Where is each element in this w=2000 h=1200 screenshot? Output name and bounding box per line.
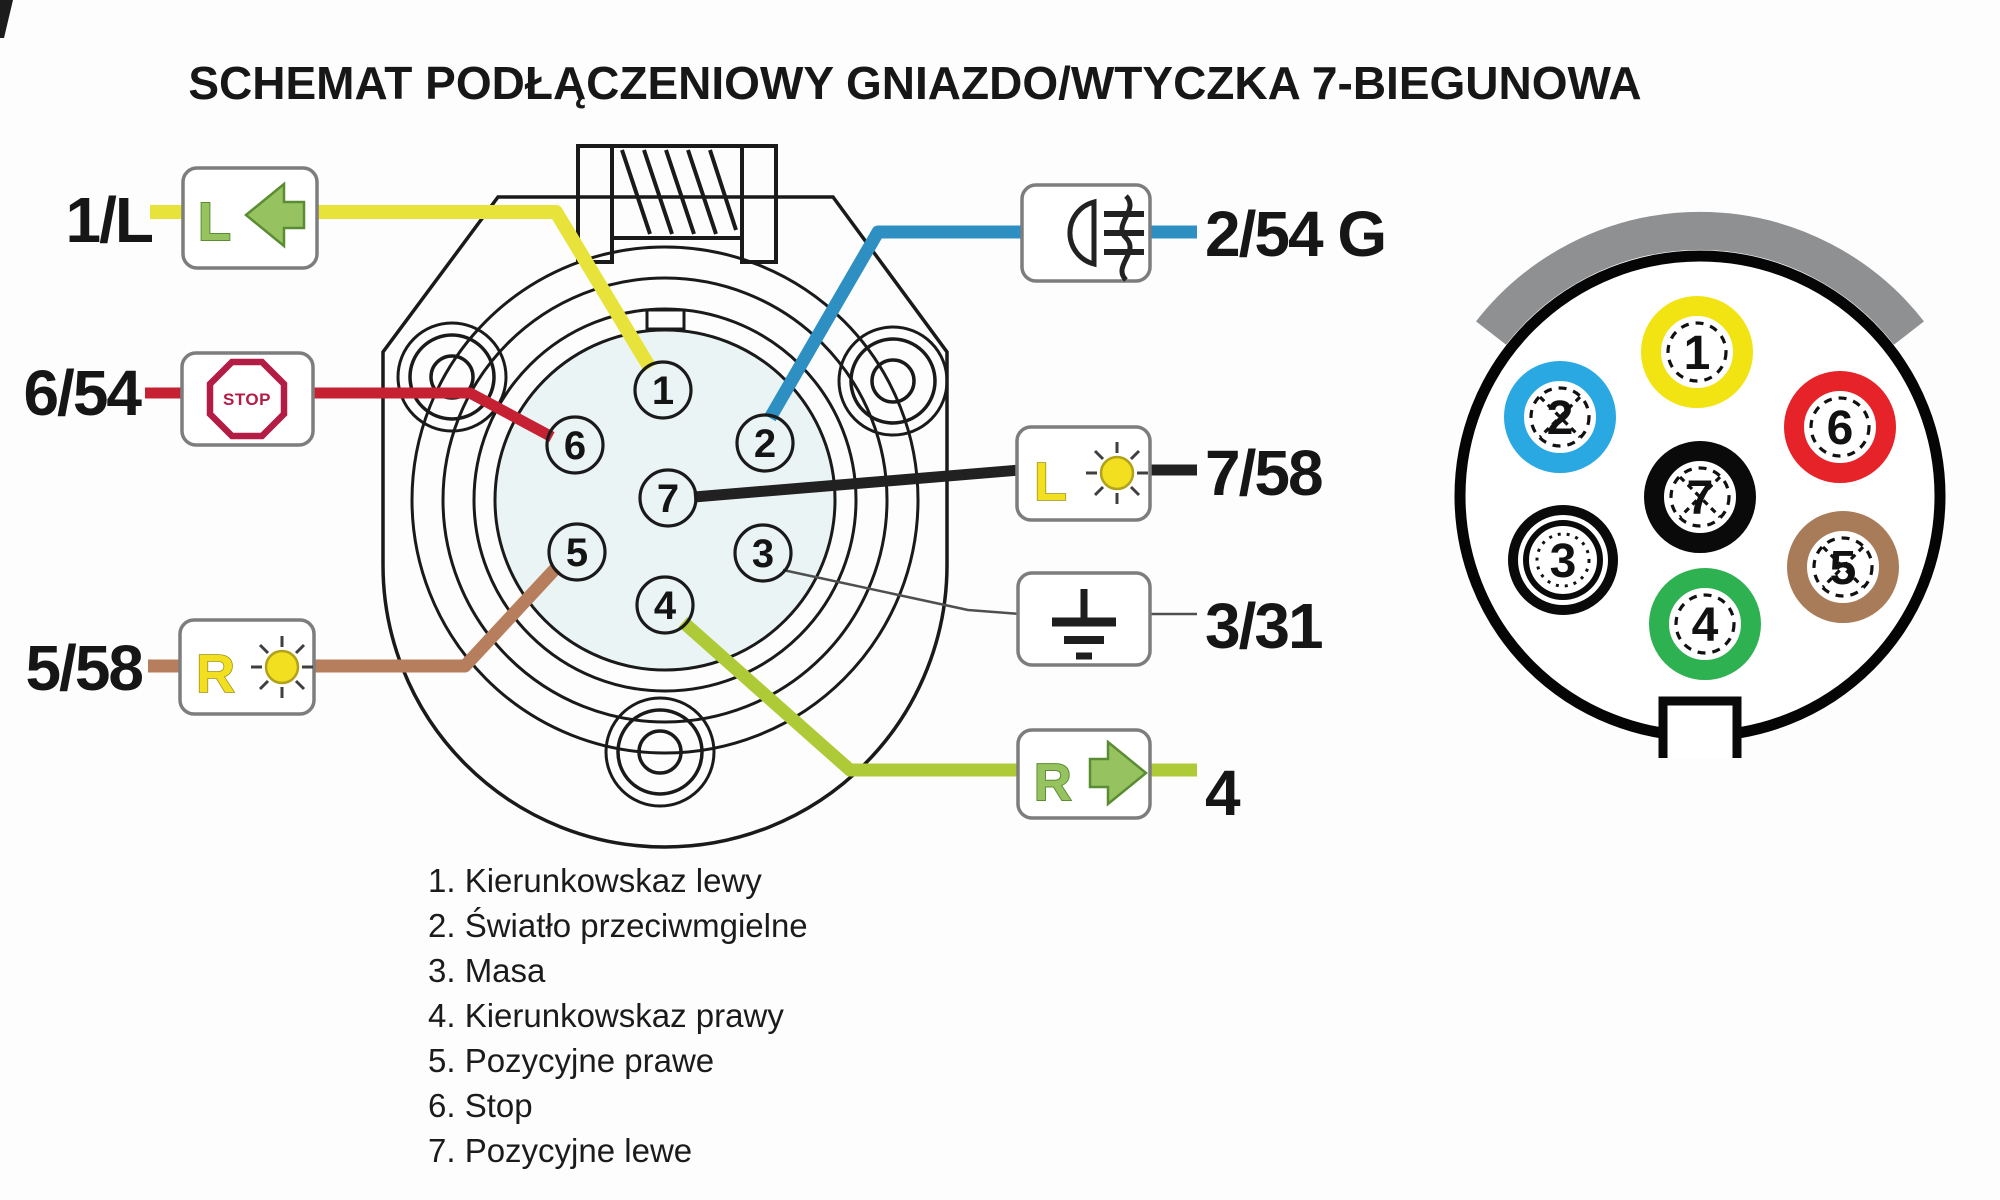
plug-pin-5: 5: [1787, 511, 1899, 623]
socket-pin-5-number: 5: [566, 531, 588, 575]
page-title: SCHEMAT PODŁĄCZENIOWY GNIAZDO/WTYCZKA 7-…: [188, 57, 1642, 109]
plug-pin-3: 3: [1508, 505, 1618, 615]
terminal-label-558: 5/58: [25, 632, 142, 704]
plug-pin-6: 6: [1784, 371, 1896, 483]
right-indicator-letter: R: [1034, 754, 1072, 812]
fog-light-icon: [1020, 183, 1152, 283]
mounting-ear-bottom: [616, 708, 704, 796]
ground-icon: [1016, 571, 1152, 667]
stop-text: STOP: [223, 390, 271, 409]
plug-keyway-notch: [1658, 696, 1742, 758]
pin-legend: 1. Kierunkowskaz lewy 2. Światło przeciw…: [428, 858, 808, 1173]
plug-pin-2-number: 2: [1547, 392, 1574, 445]
right-position-light-icon: R: [178, 618, 316, 716]
plug-pin-4-number: 4: [1692, 599, 1719, 652]
socket-pin-5: 5: [547, 522, 607, 582]
terminal-label-331: 3/31: [1205, 590, 1322, 662]
socket-pins: 1 2 6 7 5: [545, 360, 795, 635]
legend-item-1: 1. Kierunkowskaz lewy: [428, 862, 762, 899]
scan-artifact: [0, 0, 13, 38]
plug-pin-1-number: 1: [1684, 327, 1711, 380]
lamp-icon: [249, 634, 315, 700]
socket-pin-1: 1: [633, 360, 693, 420]
cable-gland: [576, 144, 778, 264]
socket-pin-1-number: 1: [652, 369, 674, 413]
stop-octagon: [206, 358, 288, 440]
socket-pin-7: 7: [638, 468, 698, 528]
socket-pin-3-number: 3: [752, 532, 774, 576]
right-position-letter: R: [196, 644, 235, 704]
socket-pin-7-number: 7: [657, 477, 679, 521]
socket-ring-middle: [441, 276, 889, 724]
plug-pin-5-number: 5: [1830, 542, 1857, 595]
left-position-letter: L: [1034, 452, 1067, 512]
plug-pin-2: 2: [1504, 361, 1616, 473]
mounting-ear-top-left: [408, 333, 496, 421]
socket-pin-2: 2: [735, 413, 795, 473]
plug-diagram: 1 2 6: [1454, 211, 1946, 758]
plug-pin-6-number: 6: [1827, 402, 1854, 455]
terminal-label-1L: 1/L: [66, 184, 153, 256]
fog-wave-line: [1119, 194, 1133, 282]
socket-ring-outer: [410, 245, 920, 755]
socket-pin-4: 4: [635, 575, 695, 635]
plug-pin-3-number: 3: [1550, 535, 1577, 588]
legend-item-6: 6. Stop: [428, 1087, 533, 1124]
plug-handle-clip: [1476, 211, 1924, 345]
socket-diagram: 1 2 6 7 5: [145, 144, 1197, 849]
lamp-icon: [1084, 440, 1150, 506]
socket-keyway-notch: [645, 308, 686, 331]
left-position-light-icon: L: [1015, 425, 1152, 522]
left-indicator-letter: L: [198, 192, 231, 252]
plug-pin-7-number: 7: [1687, 472, 1714, 525]
legend-item-2: 2. Światło przeciwmgielne: [428, 907, 808, 944]
socket-pin-4-number: 4: [654, 584, 677, 628]
mounting-ears: [396, 321, 949, 808]
legend-item-7: 7. Pozycyjne lewe: [428, 1132, 693, 1169]
legend-item-5: 5. Pozycyjne prawe: [428, 1042, 715, 1079]
socket-housing-flange: [381, 195, 949, 849]
terminal-label-254G: 2/54 G: [1205, 198, 1385, 270]
terminal-label-4: 4: [1205, 757, 1241, 829]
socket-pin-3: 3: [733, 523, 793, 583]
stop-sign-icon: STOP: [180, 351, 315, 447]
legend-item-3: 3. Masa: [428, 952, 546, 989]
right-indicator-icon: R: [1016, 728, 1152, 820]
plug-pin-1: 1: [1641, 296, 1753, 408]
terminal-label-654: 6/54: [23, 357, 142, 429]
socket-pin-6-number: 6: [564, 424, 586, 468]
socket-pin-6: 6: [545, 415, 605, 475]
terminal-label-758: 7/58: [1205, 437, 1322, 509]
gland-hatching: [620, 149, 738, 235]
legend-item-4: 4. Kierunkowskaz prawy: [428, 997, 784, 1034]
left-indicator-icon: L: [181, 166, 319, 270]
socket-pin-2-number: 2: [754, 422, 776, 466]
left-arrow-icon: [244, 181, 306, 249]
plug-pin-7: 7: [1644, 441, 1756, 553]
plug-pin-4: 4: [1649, 568, 1761, 680]
right-arrow-icon: [1088, 739, 1148, 807]
terminal-labels: 1/L 6/54 5/58 2/54 G 7/58 3/31 4: [23, 184, 1387, 829]
mounting-ear-top-right: [849, 337, 937, 425]
